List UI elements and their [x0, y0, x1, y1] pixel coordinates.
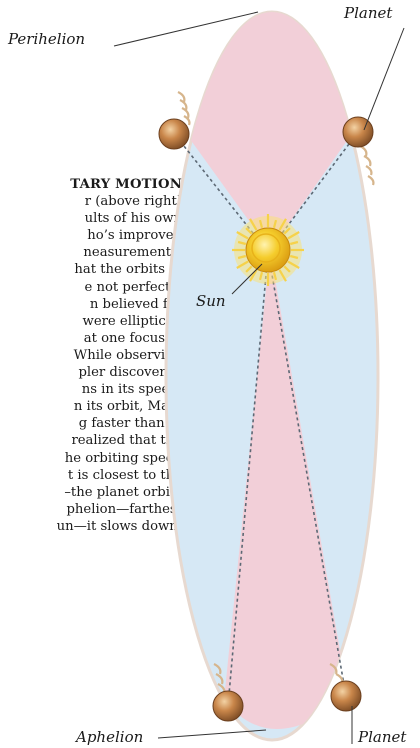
leader-line-aphelion — [158, 730, 266, 738]
planet-icon — [213, 691, 243, 721]
leader-line-planet-top — [364, 28, 404, 130]
planet-icon — [343, 117, 373, 147]
perihelion-label: Perihelion — [8, 30, 85, 48]
planet-bottom-label: Planet — [358, 728, 406, 746]
sun-label: Sun — [196, 292, 226, 310]
aphelion-label: Aphelion — [76, 728, 143, 746]
planet-top-label: Planet — [344, 4, 392, 22]
planet-icon — [331, 681, 361, 711]
planet-icon — [159, 119, 189, 149]
